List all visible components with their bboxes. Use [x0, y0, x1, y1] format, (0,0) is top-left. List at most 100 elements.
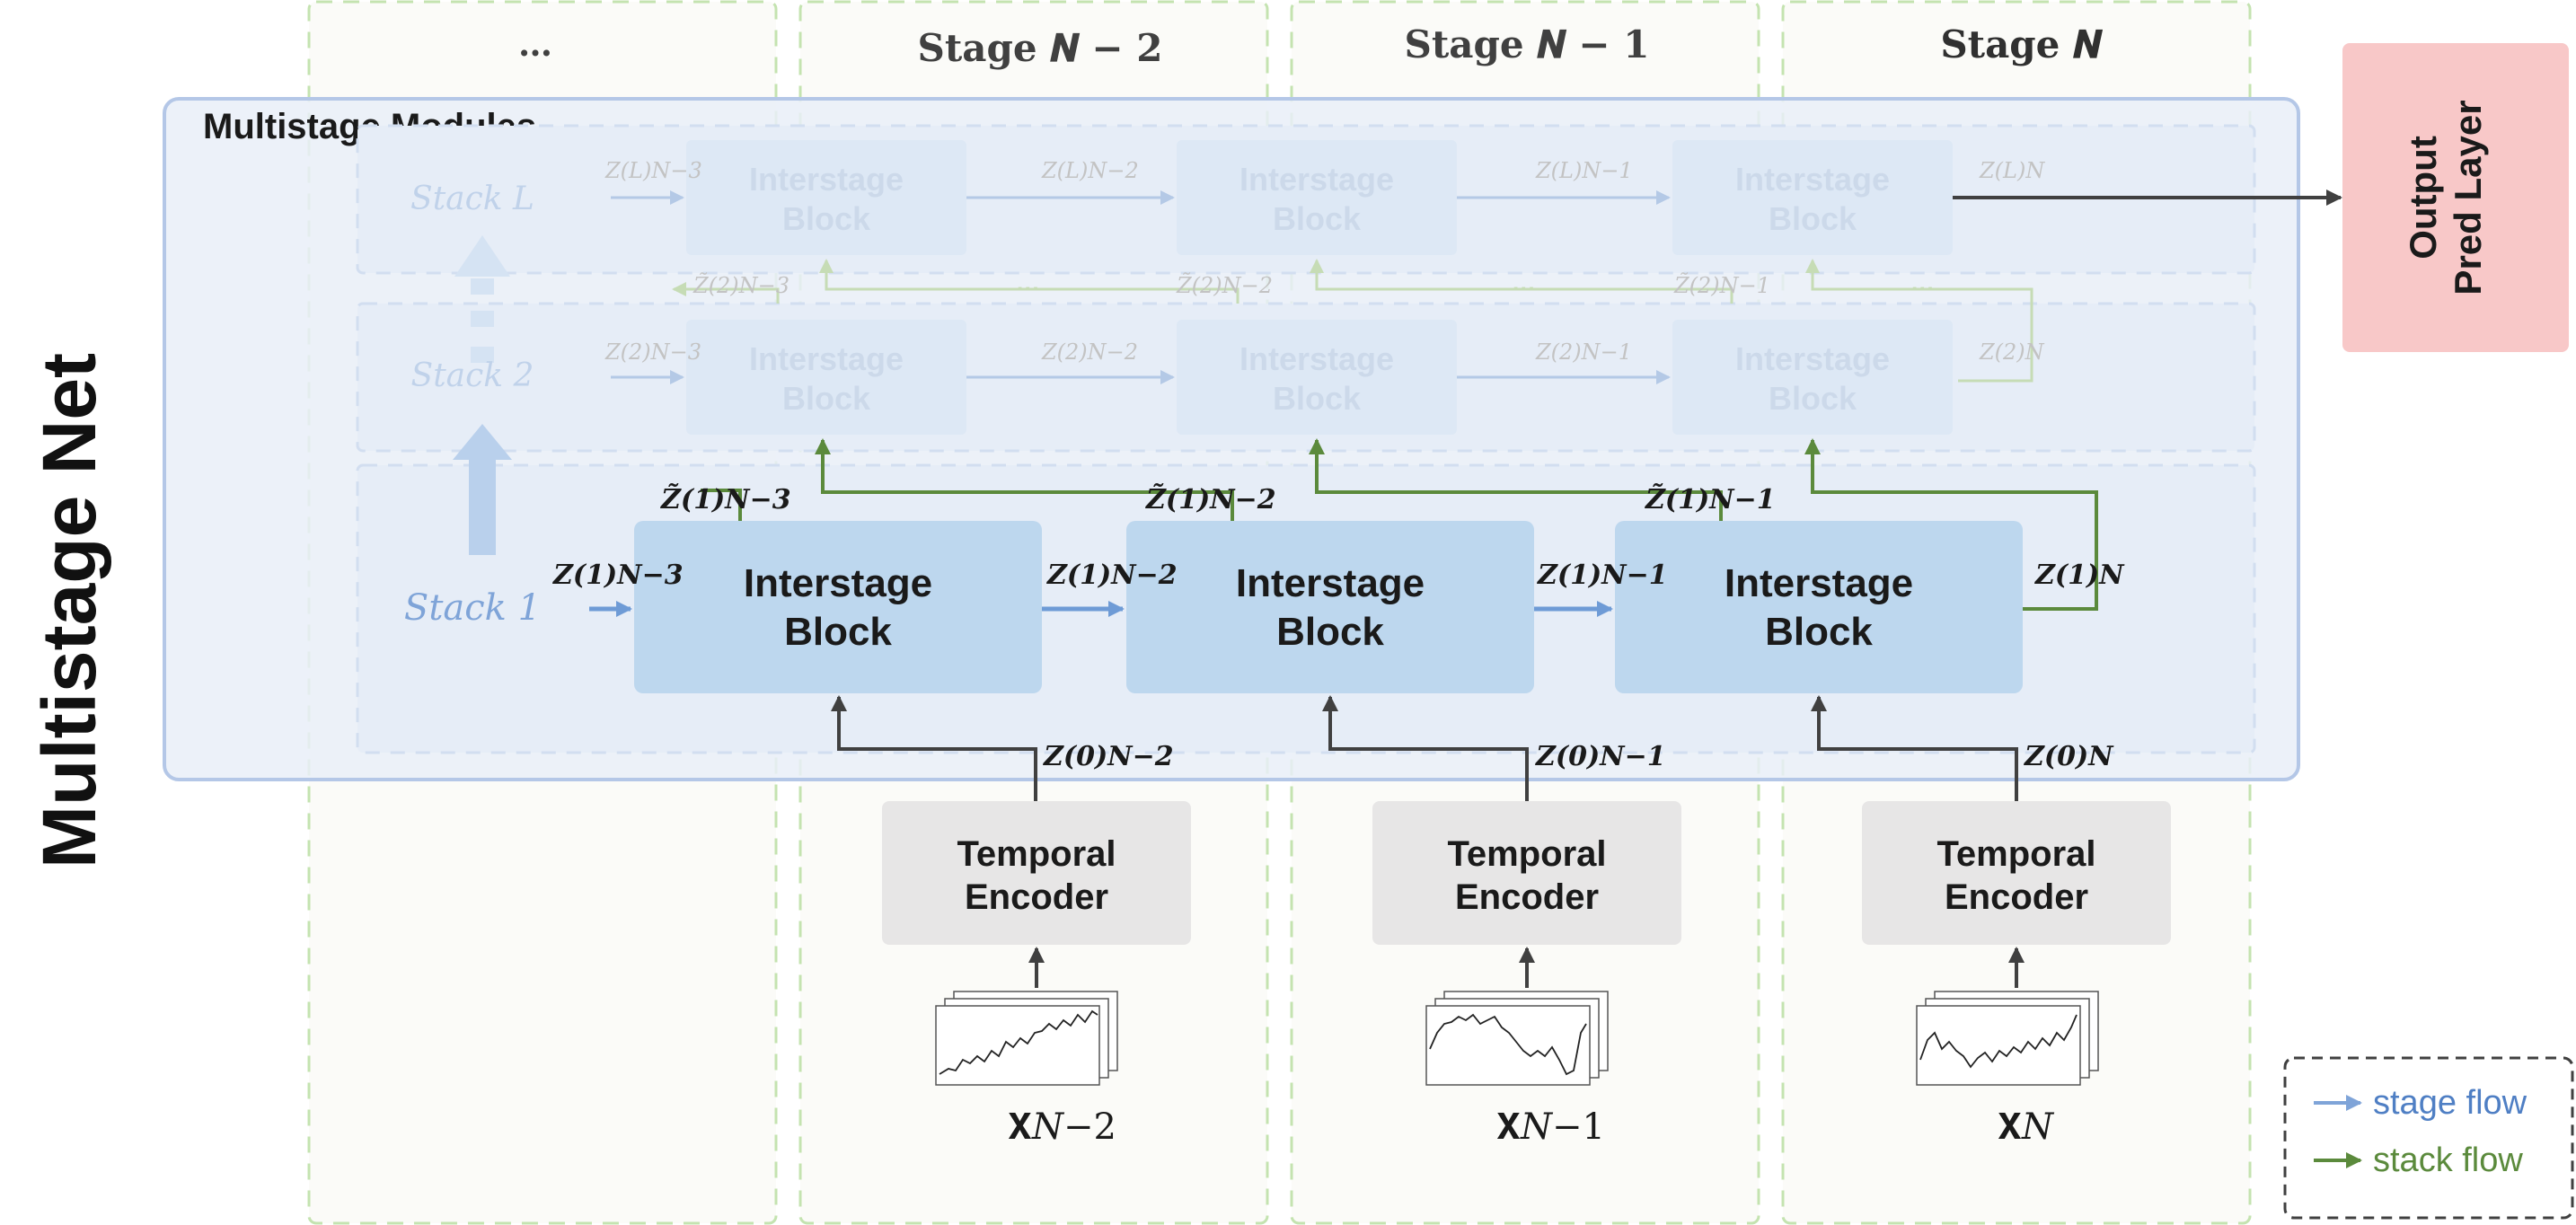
z0-label-2: Z(0)N — [2024, 741, 2114, 772]
ellipsis-1: ··· — [1513, 275, 1536, 302]
block-label-2-2-b: Block — [1769, 380, 1857, 417]
interstage-block-1-1 — [1126, 521, 1534, 693]
z-L-label-3: Z(L)N — [1979, 158, 2045, 183]
timeseries-thumb-2 — [1916, 991, 2099, 1086]
stack-up-arrow — [453, 235, 512, 555]
z-1-label-2: Z(1)N−1 — [1537, 560, 1668, 591]
block-label-L-0-b: Block — [782, 200, 871, 237]
ellipsis-0: ··· — [1017, 275, 1040, 302]
interstage-block-L-1 — [1177, 140, 1457, 255]
z-2-label-1: Z(2)N−2 — [1041, 339, 1138, 365]
ellipsis-2: ··· — [1911, 275, 1935, 302]
z0-labels: Z(0)N−2 Z(0)N−1 Z(0)N — [1043, 741, 2114, 772]
stack-2-blocks: Interstage Block Interstage Block Inters… — [686, 320, 1953, 435]
legend: stage flow stack flow — [2283, 1056, 2574, 1220]
interstage-block-2-1 — [1177, 320, 1457, 435]
encoder-label-1-a: Temporal — [1447, 834, 1606, 874]
interstage-block-L-0 — [686, 140, 966, 255]
block-label-2-1-a: Interstage — [1239, 340, 1394, 377]
output-label-a: Output — [2402, 136, 2444, 260]
output-pred-layer — [2342, 43, 2569, 352]
encoder-label-2-b: Encoder — [1945, 877, 2088, 917]
block-label-L-1-b: Block — [1273, 200, 1362, 237]
stack-L-blocks: Interstage Block Interstage Block Inters… — [686, 140, 1953, 255]
block-label-L-2-a: Interstage — [1735, 161, 1890, 198]
temporal-encoder-0 — [882, 801, 1191, 945]
encoder-label-0-a: Temporal — [957, 834, 1116, 874]
output-label-b: Pred Layer — [2447, 100, 2489, 295]
block-label-L-2-b: Block — [1769, 200, 1857, 237]
interstage-block-L-2 — [1672, 140, 1953, 255]
z-1-label-1: Z(1)N−2 — [1046, 560, 1178, 591]
stack-2-feedback — [672, 259, 2033, 383]
legend-stage-label: stage flow — [2373, 1084, 2527, 1122]
z-L-label-2: Z(L)N−1 — [1535, 158, 1633, 183]
ztilde-2-label-2: Z̃(2)N−1 — [1673, 273, 1770, 298]
block-label-1-2-a: Interstage — [1725, 561, 1913, 605]
stack-2-z-labels: Z(2)N−3 Z(2)N−2 Z(2)N−1 Z(2)N — [604, 339, 2045, 365]
ztilde-1-label-1: Z̃(1)N−2 — [1145, 484, 1276, 516]
interstage-block-1-2 — [1615, 521, 2023, 693]
encoder-label-0-b: Encoder — [965, 877, 1108, 917]
interstage-block-2-2 — [1672, 320, 1953, 435]
legend-stack-label: stack flow — [2373, 1141, 2523, 1179]
stack-2-ellipsis: ··· ··· ··· — [1017, 275, 1935, 302]
input-label-2: 𝐗𝑁 — [1998, 1106, 2055, 1148]
z-2-label-0: Z(2)N−3 — [604, 339, 701, 365]
stack-1-feedback — [701, 438, 2098, 611]
block-label-2-2-a: Interstage — [1735, 340, 1890, 377]
column-header-2: Stage 𝑵 − 𝟏 — [1405, 22, 1650, 66]
encoder-label-2-a: Temporal — [1936, 834, 2095, 874]
block-label-1-1-b: Block — [1276, 610, 1384, 654]
z-1-label-3: Z(1)N — [2034, 560, 2125, 591]
stack-1-tilde-labels: Z̃(1)N−3 Z̃(1)N−2 Z̃(1)N−1 — [660, 484, 1776, 516]
input-label-1: 𝐗𝑁−1 — [1496, 1106, 1605, 1148]
block-label-2-0-b: Block — [782, 380, 871, 417]
block-label-1-0-b: Block — [784, 610, 892, 654]
z0-label-0: Z(0)N−2 — [1043, 741, 1174, 772]
block-label-1-1-a: Interstage — [1236, 561, 1425, 605]
input-labels: 𝐗𝑁−2 𝐗𝑁−1 𝐗𝑁 — [1008, 1106, 2055, 1148]
encoder-label-1-b: Encoder — [1455, 877, 1599, 917]
temporal-encoder-2 — [1862, 801, 2171, 945]
column-header-3: Stage 𝑵 — [1940, 22, 2104, 66]
timeseries-thumb-0 — [935, 991, 1118, 1086]
block-label-2-1-b: Block — [1273, 380, 1362, 417]
temporal-encoders: Temporal Encoder Temporal Encoder Tempor… — [882, 801, 2171, 945]
interstage-block-1-0 — [634, 521, 1042, 693]
stack-1-z-labels: Z(1)N−3 Z(1)N−2 Z(1)N−1 Z(1)N — [552, 560, 2125, 591]
ztilde-2-label-0: Z̃(2)N−3 — [693, 273, 790, 298]
column-header-0: … — [518, 23, 552, 64]
timeseries-thumb-1 — [1425, 991, 1609, 1086]
block-label-2-0-a: Interstage — [749, 340, 904, 377]
stack-2-tilde-labels: Z̃(2)N−3 Z̃(2)N−2 Z̃(2)N−1 — [693, 273, 1770, 298]
block-label-L-0-a: Interstage — [749, 161, 904, 198]
encoder-to-block-arrows — [831, 695, 2018, 801]
z-L-label-1: Z(L)N−2 — [1041, 158, 1139, 183]
stack-L-z-labels: Z(L)N−3 Z(L)N−2 Z(L)N−1 Z(L)N — [604, 158, 2045, 183]
ztilde-1-label-2: Z̃(1)N−1 — [1645, 484, 1776, 516]
legend-box — [2283, 1056, 2574, 1220]
z-1-label-0: Z(1)N−3 — [552, 560, 684, 591]
stack-1-blocks: Interstage Block Interstage Block Inters… — [634, 521, 2023, 693]
block-label-1-2-b: Block — [1765, 610, 1873, 654]
ztilde-2-label-1: Z̃(2)N−2 — [1176, 273, 1273, 298]
stack-label-2: Stack 2 — [411, 357, 534, 394]
temporal-encoder-1 — [1372, 801, 1681, 945]
z-2-label-3: Z(2)N — [1979, 339, 2045, 365]
block-label-L-1-a: Interstage — [1239, 161, 1394, 198]
interstage-block-2-0 — [686, 320, 966, 435]
stack-label-L: Stack 𝐿 — [410, 181, 534, 217]
z-2-label-2: Z(2)N−1 — [1535, 339, 1632, 365]
z0-label-1: Z(0)N−1 — [1535, 741, 1666, 772]
stack-label-1: Stack 1 — [404, 587, 541, 629]
block-label-1-0-a: Interstage — [744, 561, 932, 605]
z-L-label-0: Z(L)N−3 — [604, 158, 702, 183]
input-label-0: 𝐗𝑁−2 — [1008, 1106, 1116, 1148]
input-to-encoder-arrows — [1028, 947, 2025, 988]
column-header-1: Stage 𝑵 − 𝟐 — [918, 26, 1163, 70]
ztilde-1-label-0: Z̃(1)N−3 — [660, 484, 791, 516]
main-title: Multistage Net — [27, 353, 111, 868]
